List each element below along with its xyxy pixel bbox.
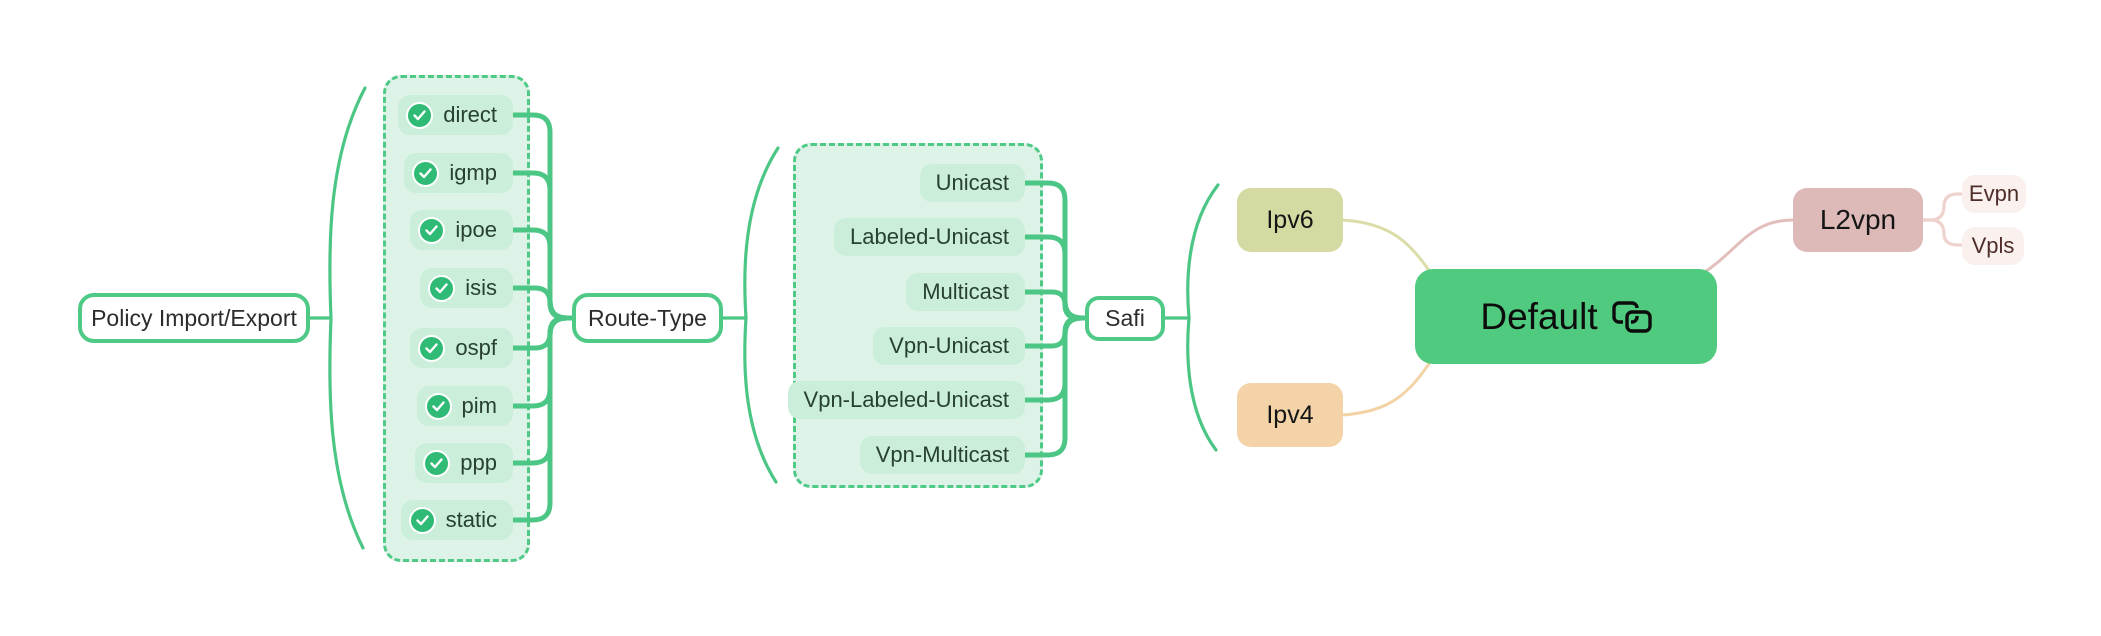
topic-vpn-labeled-unicast[interactable]: Vpn-Labeled-Unicast <box>787 381 1025 419</box>
node-label: Policy Import/Export <box>91 304 297 331</box>
node-vpls[interactable]: Vpls <box>1962 227 2024 265</box>
node-ipv6[interactable]: Ipv6 <box>1237 188 1343 252</box>
topic-label: Vpn-Labeled-Unicast <box>803 387 1009 412</box>
topic-ppp[interactable]: ppp <box>415 443 513 483</box>
topic-vpn-unicast[interactable]: Vpn-Unicast <box>873 327 1025 365</box>
node-safi[interactable]: Safi <box>1085 296 1165 341</box>
check-circle-icon <box>412 159 440 187</box>
node-l2vpn[interactable]: L2vpn <box>1793 188 1923 252</box>
topic-multicast[interactable]: Multicast <box>906 273 1025 311</box>
topic-igmp[interactable]: igmp <box>404 153 513 193</box>
node-label: Route-Type <box>588 304 707 331</box>
node-route-type[interactable]: Route-Type <box>572 293 723 343</box>
topic-ipoe[interactable]: ipoe <box>410 210 513 250</box>
topic-static[interactable]: static <box>400 500 513 540</box>
node-label: Evpn <box>1968 181 2020 206</box>
node-label: Safi <box>1105 305 1145 331</box>
topic-label: Multicast <box>922 279 1009 304</box>
check-circle-icon <box>428 274 456 302</box>
check-circle-icon <box>424 392 452 420</box>
topic-labeled-unicast[interactable]: Labeled-Unicast <box>834 218 1025 256</box>
node-label: L2vpn <box>1819 204 1897 235</box>
node-default-root[interactable]: Default <box>1415 269 1717 364</box>
topic-label: ipoe <box>455 217 497 242</box>
linked-topics-icon[interactable] <box>1611 300 1652 333</box>
node-label: Vpls <box>1971 233 2015 258</box>
check-circle-icon <box>406 101 434 129</box>
topic-label: igmp <box>449 160 497 185</box>
topic-label: Unicast <box>935 170 1009 195</box>
topic-label: isis <box>465 275 497 300</box>
topic-label: static <box>445 507 497 532</box>
topic-pim[interactable]: pim <box>416 386 513 426</box>
topic-label: ppp <box>460 450 497 475</box>
node-label: Ipv4 <box>1266 400 1314 429</box>
topic-label: ospf <box>455 335 497 360</box>
check-circle-icon <box>423 449 451 477</box>
topic-label: Vpn-Unicast <box>889 333 1009 358</box>
topic-label: pim <box>461 393 497 418</box>
topic-isis[interactable]: isis <box>420 268 513 308</box>
check-circle-icon <box>408 506 436 534</box>
node-evpn[interactable]: Evpn <box>1962 175 2026 213</box>
topic-direct[interactable]: direct <box>398 95 513 135</box>
topic-unicast[interactable]: Unicast <box>919 164 1025 202</box>
topic-label: direct <box>443 102 497 127</box>
topic-vpn-multicast[interactable]: Vpn-Multicast <box>859 436 1025 474</box>
node-policy-import-export[interactable]: Policy Import/Export <box>78 293 310 343</box>
topic-label: Labeled-Unicast <box>850 224 1009 249</box>
check-circle-icon <box>418 334 446 362</box>
node-label: Ipv6 <box>1266 205 1314 234</box>
check-circle-icon <box>418 216 446 244</box>
topic-ospf[interactable]: ospf <box>410 328 513 368</box>
node-ipv4[interactable]: Ipv4 <box>1237 383 1343 447</box>
root-label: Default <box>1480 295 1598 337</box>
topic-label: Vpn-Multicast <box>875 442 1009 467</box>
